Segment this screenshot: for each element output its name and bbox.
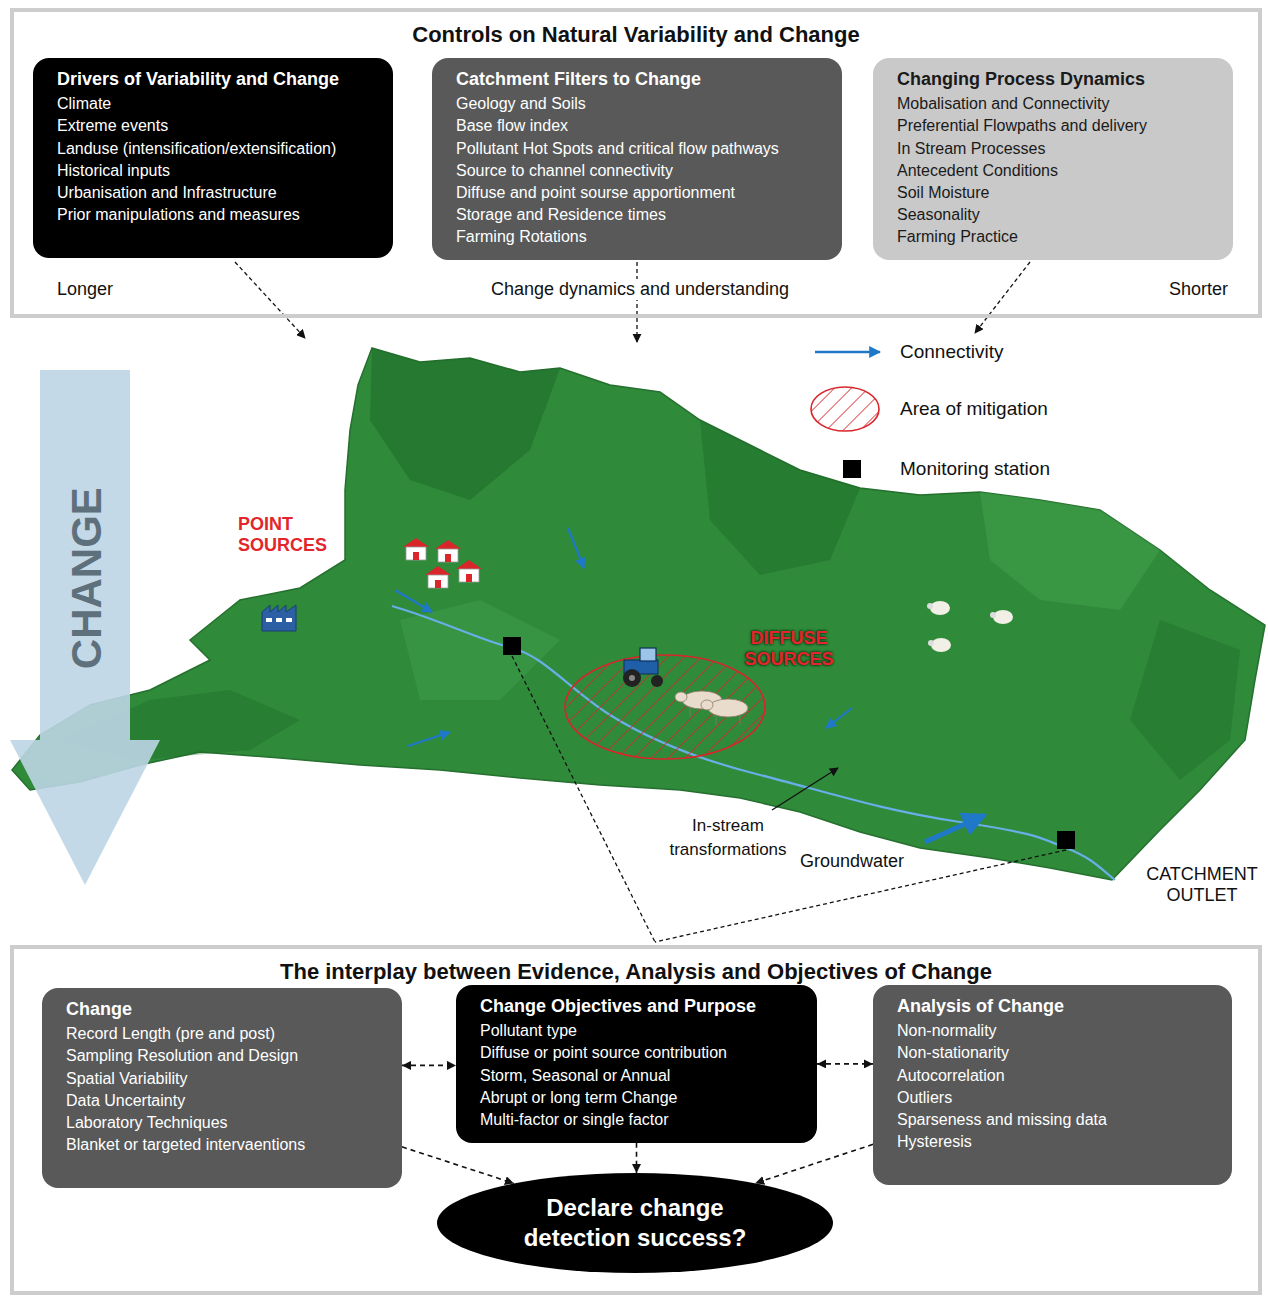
source-label: POINT SOURCES bbox=[238, 514, 338, 555]
category-box: Drivers of Variability and ChangeClimate… bbox=[33, 58, 393, 258]
box-item: Preferential Flowpaths and delivery bbox=[897, 115, 1219, 137]
legend-text: Area of mitigation bbox=[900, 398, 1048, 420]
legend-text: Connectivity bbox=[900, 341, 1004, 363]
box-item: Outliers bbox=[897, 1087, 1218, 1109]
box-heading: Change Objectives and Purpose bbox=[480, 995, 803, 1018]
box-item: Urbanisation and Infrastructure bbox=[57, 182, 379, 204]
landscape bbox=[12, 348, 1265, 880]
box-item: Geology and Soils bbox=[456, 93, 828, 115]
box-heading: Catchment Filters to Change bbox=[456, 68, 828, 91]
box-heading: Changing Process Dynamics bbox=[897, 68, 1219, 91]
panel: The interplay between Evidence, Analysis… bbox=[10, 945, 1262, 1295]
box-item: Non-stationarity bbox=[897, 1042, 1218, 1064]
box-item: Prior manipulations and measures bbox=[57, 204, 379, 226]
landscape-shade bbox=[700, 420, 860, 575]
box-item: Pollutant Hot Spots and critical flow pa… bbox=[456, 138, 828, 160]
box-item: Source to channel connectivity bbox=[456, 160, 828, 182]
monitoring-station bbox=[503, 637, 521, 655]
box-item: Blanket or targeted intervaentions bbox=[66, 1134, 388, 1156]
box-item: Storm, Seasonal or Annual bbox=[480, 1065, 803, 1087]
outlet-label: CATCHMENT OUTLET bbox=[1142, 864, 1262, 905]
leader-line bbox=[772, 768, 838, 810]
cow-icons bbox=[675, 691, 748, 725]
box-item: Storage and Residence times bbox=[456, 204, 828, 226]
leader-lines bbox=[235, 262, 1066, 942]
monitoring-station bbox=[1057, 831, 1075, 849]
box-heading: Analysis of Change bbox=[897, 995, 1218, 1018]
category-box: Catchment Filters to ChangeGeology and S… bbox=[432, 58, 842, 260]
box-item: In Stream Processes bbox=[897, 138, 1219, 160]
landscape-shade bbox=[980, 492, 1160, 610]
box-item: Diffuse and point sourse apportionment bbox=[456, 182, 828, 204]
box-item: Diffuse or point source contribution bbox=[480, 1042, 803, 1064]
callout-label: In-stream transformations bbox=[648, 814, 808, 862]
box-item: Hysteresis bbox=[897, 1131, 1218, 1153]
box-item: Seasonality bbox=[897, 204, 1219, 226]
dashed-connector bbox=[755, 1144, 873, 1183]
box-item: Abrupt or long term Change bbox=[480, 1087, 803, 1109]
landscape-shade bbox=[400, 600, 560, 700]
legend-mitigation-sample bbox=[811, 387, 879, 431]
box-item: Mobalisation and Connectivity bbox=[897, 93, 1219, 115]
box-item: Non-normality bbox=[897, 1020, 1218, 1042]
house-icons bbox=[403, 538, 482, 588]
mitigation-area bbox=[565, 655, 765, 759]
box-heading: Change bbox=[66, 998, 388, 1021]
source-label: DIFFUSE SOURCES bbox=[736, 628, 842, 669]
ellipse-shape bbox=[437, 1173, 833, 1273]
dashed-connector bbox=[402, 1147, 514, 1184]
box-item: Spatial Variability bbox=[66, 1068, 388, 1090]
box-item: Farming Rotations bbox=[456, 226, 828, 248]
box-item: Base flow index bbox=[456, 115, 828, 137]
scale-label: Shorter bbox=[1169, 279, 1228, 300]
box-item: Sampling Resolution and Design bbox=[66, 1045, 388, 1067]
legend-text: Monitoring station bbox=[900, 458, 1050, 480]
dashed-connector bbox=[636, 1143, 638, 1173]
dashed-connector bbox=[817, 1063, 873, 1065]
box-item: Antecedent Conditions bbox=[897, 160, 1219, 182]
category-box: Analysis of ChangeNon-normalityNon-stati… bbox=[873, 985, 1232, 1185]
box-item: Data Uncertainty bbox=[66, 1090, 388, 1112]
scale-label: Longer bbox=[57, 279, 113, 300]
category-box: Changing Process DynamicsMobalisation an… bbox=[873, 58, 1233, 260]
decision-text: Declare change detection success? bbox=[500, 1193, 770, 1253]
box-item: Historical inputs bbox=[57, 160, 379, 182]
box-item: Laboratory Techniques bbox=[66, 1112, 388, 1134]
change-arrow-label: CHANGE bbox=[63, 487, 111, 669]
box-item: Multi-factor or single factor bbox=[480, 1109, 803, 1131]
scale-label: Change dynamics and understanding bbox=[487, 279, 793, 300]
landscape-shade bbox=[370, 348, 560, 500]
box-item: Autocorrelation bbox=[897, 1065, 1218, 1087]
tractor-icon bbox=[623, 648, 663, 687]
sheep-icons bbox=[927, 601, 1013, 652]
change-arrow bbox=[10, 370, 160, 885]
box-item: Extreme events bbox=[57, 115, 379, 137]
dashed-connector bbox=[402, 1065, 456, 1067]
box-item: Record Length (pre and post) bbox=[66, 1023, 388, 1045]
box-heading: Drivers of Variability and Change bbox=[57, 68, 379, 91]
panel-title: Controls on Natural Variability and Chan… bbox=[14, 12, 1258, 48]
legend-connectivity-sample bbox=[815, 351, 880, 353]
category-box: Change Objectives and PurposePollutant t… bbox=[456, 985, 817, 1143]
box-item: Climate bbox=[57, 93, 379, 115]
river bbox=[392, 606, 1115, 880]
panel: Controls on Natural Variability and Chan… bbox=[10, 8, 1262, 318]
legend-swatch bbox=[843, 460, 861, 478]
panel-title: The interplay between Evidence, Analysis… bbox=[14, 949, 1258, 985]
ellipse-outline bbox=[437, 1173, 833, 1273]
decision-ellipse: Declare change detection success? bbox=[437, 1173, 833, 1273]
box-item: Soil Moisture bbox=[897, 182, 1219, 204]
category-box: ChangeRecord Length (pre and post)Sampli… bbox=[42, 988, 402, 1188]
box-item: Pollutant type bbox=[480, 1020, 803, 1042]
landscape-shade bbox=[1130, 620, 1240, 780]
box-item: Sparseness and missing data bbox=[897, 1109, 1218, 1131]
box-item: Farming Practice bbox=[897, 226, 1219, 248]
box-item: Landuse (intensification/extensification… bbox=[57, 138, 379, 160]
factory-icon bbox=[262, 605, 296, 631]
callout-label: Groundwater bbox=[800, 851, 904, 872]
connectivity-arrows bbox=[395, 528, 985, 842]
